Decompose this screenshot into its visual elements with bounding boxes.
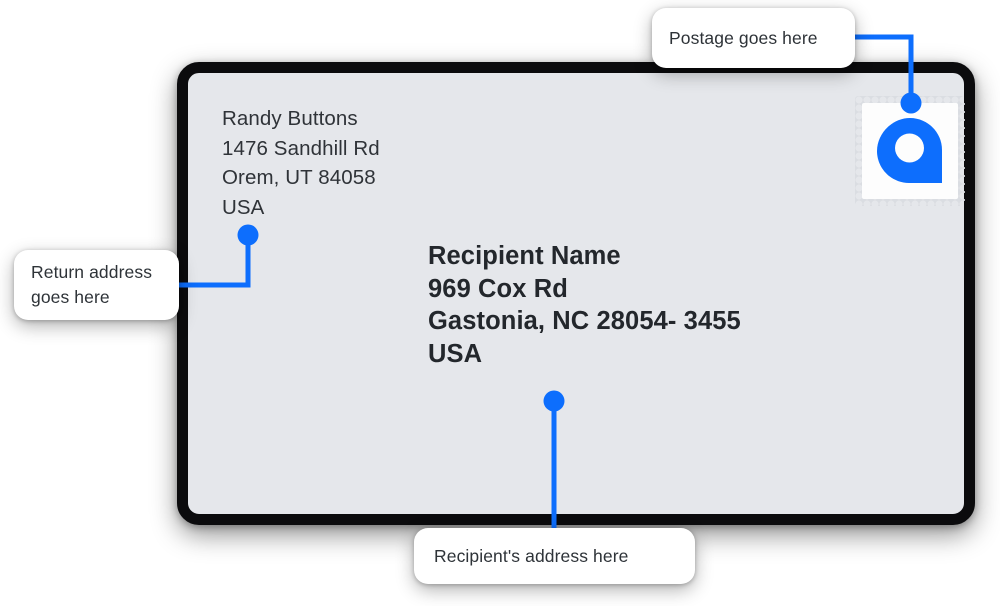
callout-return-address-line-1: Return address [31, 262, 153, 282]
recipient-address-block: Recipient Name 969 Cox Rd Gastonia, NC 2… [428, 240, 741, 370]
callout-return-address: Return address goes here [14, 250, 179, 320]
return-address-block: Randy Buttons 1476 Sandhill Rd Orem, UT … [222, 104, 380, 222]
recipient-address-line-2: 969 Cox Rd [428, 274, 568, 303]
return-address-line-2: 1476 Sandhill Rd [222, 136, 380, 160]
callout-return-address-text: Return address goes here [31, 260, 152, 310]
callout-recipient-address: Recipient's address here [414, 528, 695, 584]
return-address-line-4: USA [222, 195, 265, 219]
callout-return-address-line-2: goes here [31, 287, 110, 307]
callout-postage: Postage goes here [652, 8, 855, 68]
stamp-face [862, 103, 958, 199]
recipient-address-line-4: USA [428, 339, 483, 368]
callout-postage-text: Postage goes here [669, 26, 818, 51]
return-address-line-1: Randy Buttons [222, 107, 358, 130]
postage-stamp [855, 96, 965, 206]
callout-postage-line-1: Postage goes here [669, 27, 818, 48]
recipient-address-line-1: Recipient Name [428, 242, 621, 270]
envelope-body [177, 62, 975, 525]
callout-recipient-address-line-1: Recipient's address here [434, 545, 629, 566]
stamp-logo-icon [877, 118, 942, 183]
callout-recipient-address-text: Recipient's address here [434, 544, 628, 569]
return-address-line-3: Orem, UT 84058 [222, 166, 376, 189]
recipient-address-line-3: Gastonia, NC 28054- 3455 [428, 307, 741, 335]
